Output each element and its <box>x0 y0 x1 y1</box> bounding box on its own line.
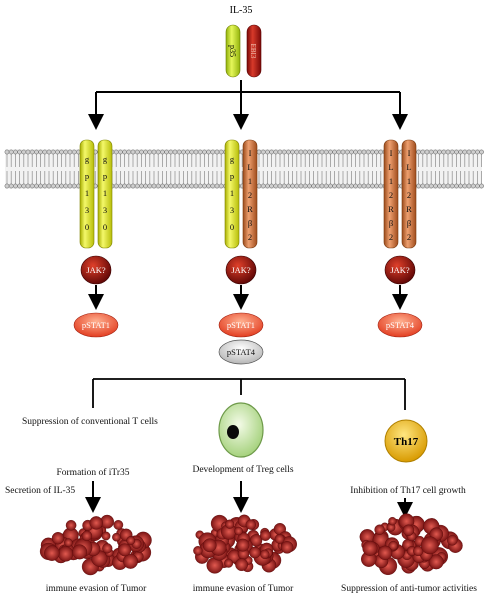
th17-cell: Th17 <box>384 419 428 463</box>
tumor-cluster-1 <box>39 514 152 576</box>
effects-branch-connector <box>92 378 406 410</box>
jak-kinase: JAK? <box>80 255 112 285</box>
stat-secondary-label: pSTAT4 <box>227 347 256 357</box>
ebi3-label: EBI3 <box>249 44 257 59</box>
treg-nucleus <box>227 425 239 439</box>
ligand-title: IL-35 <box>230 5 253 16</box>
ligand-branch-connector <box>88 80 408 130</box>
stat-protein: pSTAT4 <box>377 312 423 338</box>
effect-left-line1: Suppression of conventional T cells <box>22 417 158 427</box>
tumor-clusters <box>39 513 463 576</box>
effect-left-line3: Secretion of IL-35 <box>5 486 76 496</box>
effect-left-line2: Formation of iTr35 <box>56 468 130 478</box>
stat-label: pSTAT1 <box>227 320 255 330</box>
ligand-ebi3-subunit: EBI3 <box>246 24 262 78</box>
outcome-middle: immune evasion of Tumor <box>192 584 294 594</box>
outcome-right: Suppression of anti-tumor activities <box>341 584 477 594</box>
jak-label: JAK? <box>390 265 410 275</box>
jak-kinase: JAK? <box>384 255 416 285</box>
jak-label: JAK? <box>86 265 106 275</box>
jak-kinase: JAK? <box>225 255 257 285</box>
p35-label: p35 <box>228 45 237 57</box>
jak-label: JAK? <box>231 265 251 275</box>
tumor-cluster-2 <box>193 514 298 574</box>
effect-right-line1: Inhibition of Th17 cell growth <box>350 486 466 496</box>
stat-label: pSTAT4 <box>386 320 415 330</box>
outcome-left: immune evasion of Tumor <box>45 584 147 594</box>
treg-cell <box>218 402 264 458</box>
tumor-arrows <box>85 481 413 518</box>
stat-protein-secondary: pSTAT4 <box>218 339 264 365</box>
effect-middle-line1: Development of Treg cells <box>192 465 294 475</box>
ligand-p35-subunit: p35 <box>225 24 241 78</box>
tumor-cluster-3 <box>359 513 463 575</box>
stat-label: pSTAT1 <box>82 320 110 330</box>
th17-label: Th17 <box>394 436 419 448</box>
stat-protein: pSTAT1 <box>73 312 119 338</box>
stat-protein: pSTAT1 <box>218 312 264 338</box>
